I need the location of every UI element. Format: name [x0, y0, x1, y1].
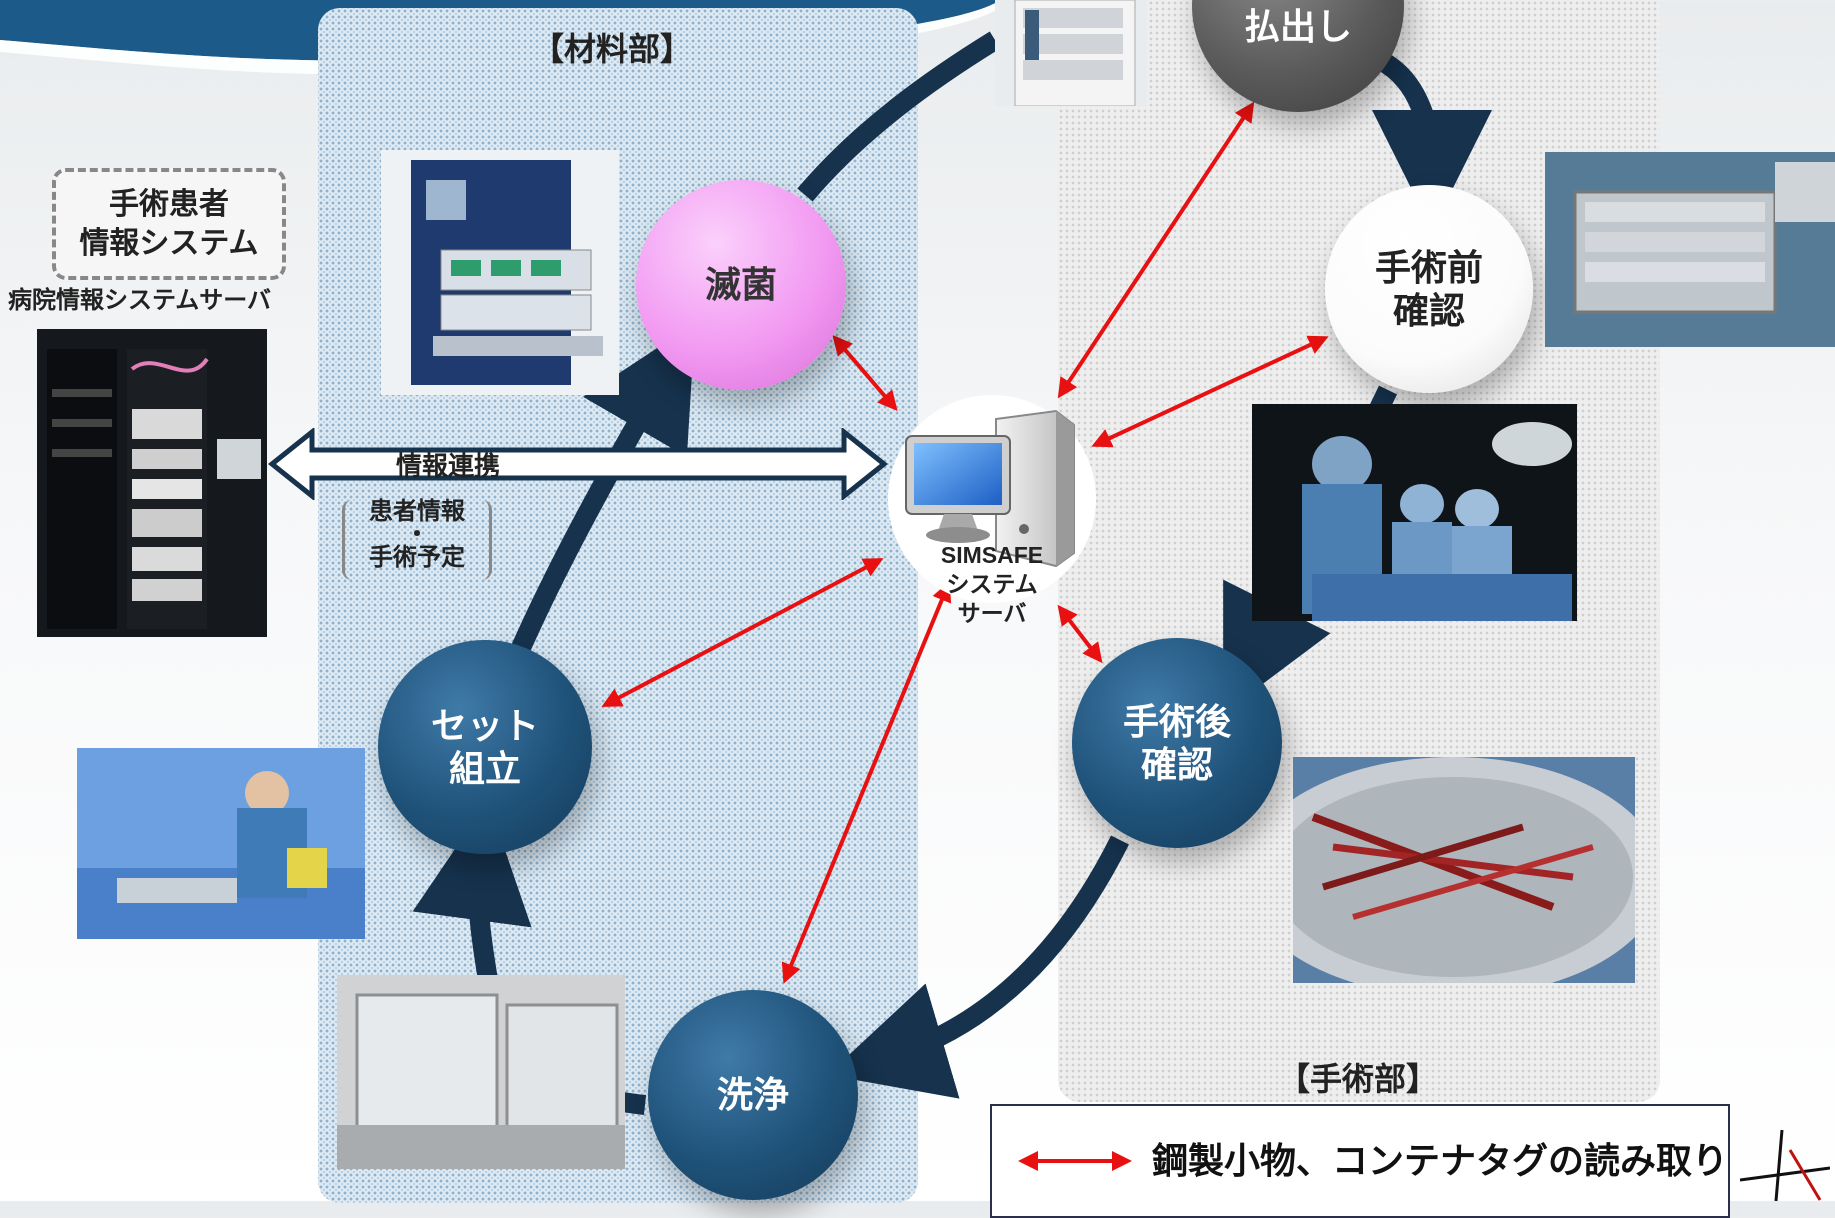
node-wash[interactable]: 洗浄 [648, 990, 858, 1200]
used-instruments-photo [1293, 757, 1635, 983]
legend-read-arrow [1018, 1151, 1132, 1171]
node-post-surgery-check[interactable]: 手術後 確認 [1072, 638, 1282, 848]
hospital-server-label: 病院情報システムサーバ [8, 287, 272, 314]
material-department-title: 【材料部】 [532, 31, 693, 67]
flow-arrow-dispense-to-precheck [1371, 51, 1492, 230]
read-arrow-set [601, 558, 884, 707]
server-label: SIMSAFE システム サーバ [940, 542, 1044, 626]
read-arrow-wash [781, 581, 952, 984]
read-arrow-precheck [1091, 335, 1329, 448]
info-link-label: 情報連携 [396, 451, 501, 481]
hospital-server-rack-photo [37, 329, 267, 637]
logo-mark [1740, 1130, 1830, 1201]
instrument-tray-photo [1545, 152, 1835, 347]
simsafe-server[interactable]: SIMSAFE システム サーバ [888, 393, 1096, 671]
set-assembly-photo [77, 748, 365, 939]
surgery-department-title: 【手術部】 [1278, 1061, 1439, 1097]
patient-surgery-schedule-note: 患者情報 ・ 手術予定 [342, 499, 492, 580]
node-sterilization[interactable]: 滅菌 [636, 180, 846, 390]
info-link-double-arrow [268, 428, 888, 500]
node-set-assembly[interactable]: セット 組立 [378, 640, 592, 854]
read-arrow-postcheck [1057, 604, 1103, 664]
legend-text: 鋼製小物、コンテナタグの読み取り [1152, 1140, 1729, 1181]
node-pre-surgery-check[interactable]: 手術前 確認 [1325, 185, 1533, 393]
flow-arrow-postcheck-to-wash [827, 835, 1129, 1099]
server-computer-icon [905, 409, 1075, 568]
storage-cabinet-photo [995, 0, 1147, 106]
flow-arrow-wash-to-set [412, 800, 532, 982]
read-arrow-sterilize [832, 334, 898, 412]
surgical-patient-info-system-box: 手術患者 情報システム [52, 168, 286, 280]
flow-arrow-sterilize-to-dispense [797, 31, 1001, 202]
sterilizer-photo [381, 150, 619, 395]
flow-arrow-set-to-sterilize [510, 323, 696, 655]
surgery-photo [1252, 404, 1577, 621]
read-arrow-dispense [1057, 101, 1255, 399]
washer-photo [337, 975, 625, 1169]
